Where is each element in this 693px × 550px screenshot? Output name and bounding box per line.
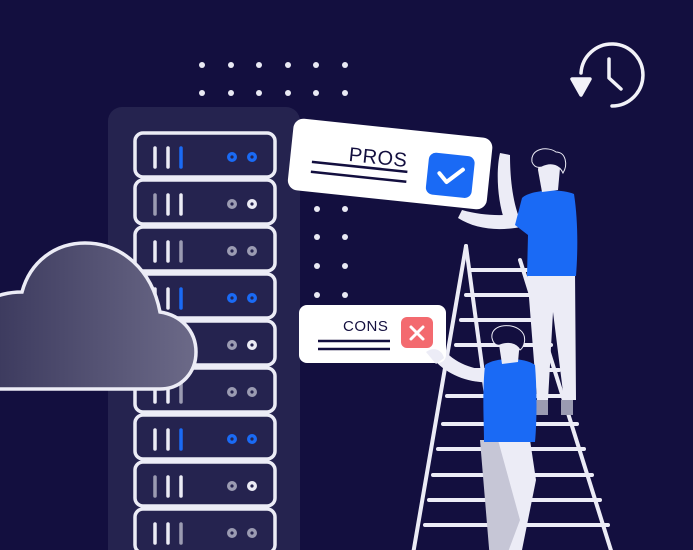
cons-label: CONS: [343, 318, 389, 335]
cloud-icon: [0, 241, 198, 391]
checkmark-icon: [437, 167, 465, 185]
server-leds: [227, 152, 257, 538]
person-top: [458, 148, 578, 415]
checkmark-box: [425, 152, 475, 198]
dot-grid-top: [199, 62, 348, 96]
x-mark-icon: [409, 325, 425, 341]
history-clock-icon: [570, 42, 645, 108]
dot-grid-middle: [314, 206, 348, 298]
hand-bottom: [426, 349, 444, 364]
pros-card: [287, 118, 493, 210]
cons-card: [299, 305, 446, 363]
person-bottom: [430, 325, 537, 550]
